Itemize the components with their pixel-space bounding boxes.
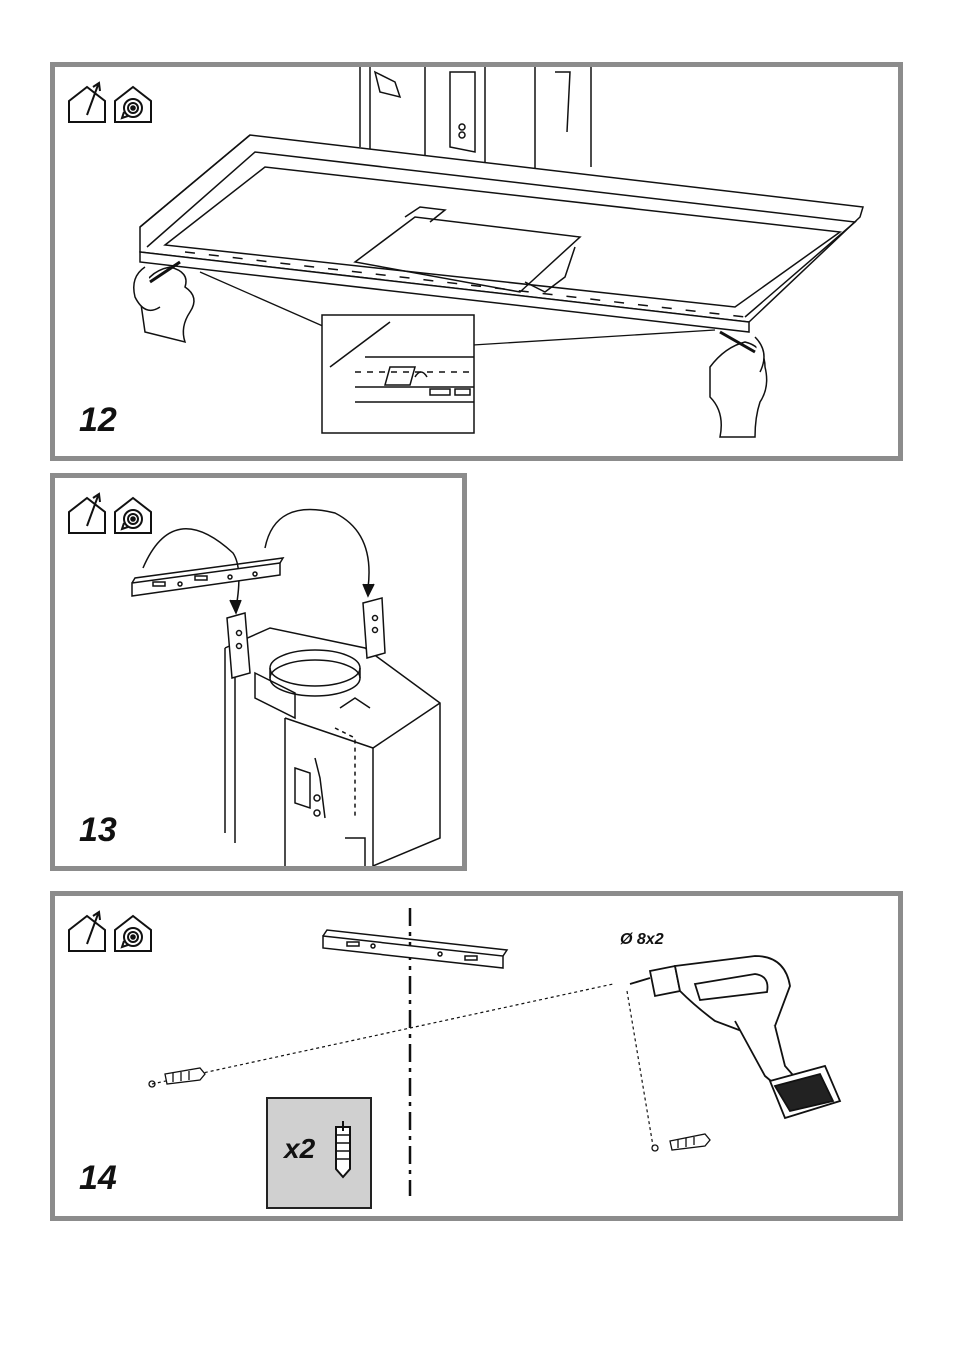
quantity-box: x2 <box>266 1097 372 1209</box>
transfer-arrow-left <box>143 529 239 608</box>
drill <box>630 956 840 1118</box>
left-hand <box>134 262 194 342</box>
step-13-panel: 13 <box>50 473 467 871</box>
quantity-label: x2 <box>284 1133 315 1165</box>
step-number: 13 <box>79 811 117 850</box>
transfer-arrow-right <box>265 510 369 588</box>
right-hand <box>710 332 767 437</box>
hood-underside-illustration <box>55 67 898 456</box>
step-number: 12 <box>79 401 117 440</box>
step-number: 14 <box>79 1159 117 1198</box>
step-12-panel: 12 <box>50 62 903 461</box>
drill-spec-label: Ø 8x2 <box>620 931 664 949</box>
drilling-illustration <box>55 896 898 1216</box>
wall-plug <box>652 1134 710 1151</box>
wall-plug <box>149 1068 205 1087</box>
wall-plug-icon <box>328 1121 358 1181</box>
step-14-panel: Ø 8x2 x2 14 <box>50 891 903 1221</box>
bracket-transfer-illustration <box>55 478 462 866</box>
wall-bracket <box>323 930 507 968</box>
detail-inset <box>322 315 474 433</box>
